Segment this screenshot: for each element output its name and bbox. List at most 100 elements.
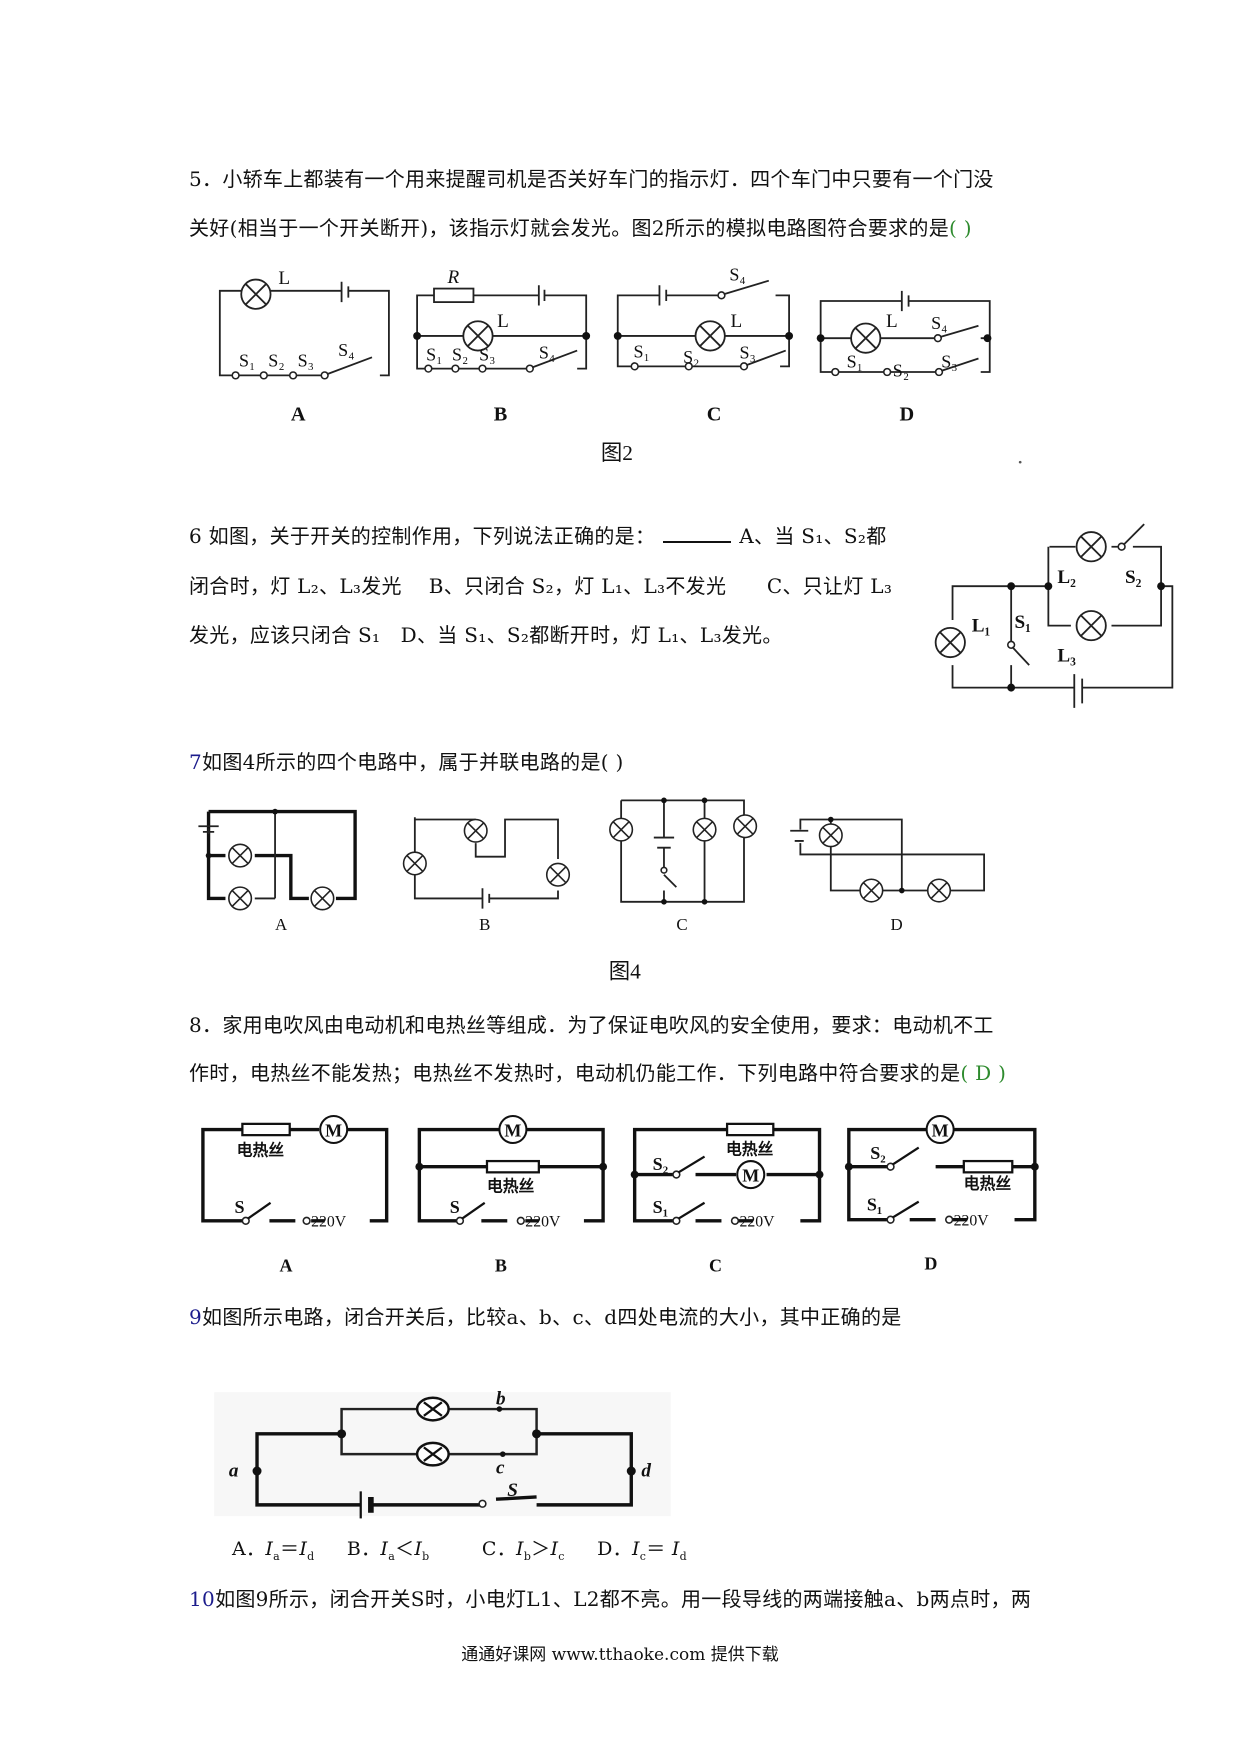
q9-options-2-op-text: ＞ [531,1538,551,1560]
fig8-circuit-d: 电热丝 S₂ S₁ 220V D [844,1114,1039,1273]
q8-figure-s2-text: S₂ [653,1154,668,1174]
fig2-label-c: C [707,403,722,425]
fig4-circuit-c: C [609,797,758,934]
q9-figure-d-text: d [641,1461,651,1482]
q5-line2: 关好(相当于一个开关断开)，该指示灯就会发光。图2所示的模拟电路图符合要求的是(… [189,212,972,241]
q9-options: A．Ia＝Id B．Ia＜Ib C．Ib＞Ic D．Ic＝ Id [232,1534,713,1563]
q9-figure-b-text: b [496,1389,506,1410]
q5-line2-text: 关好(相当于一个开关断开)，该指示灯就会发光。图2所示的模拟电路图符合要求的是 [189,216,950,240]
q9-option-a: A．Ia＝Id [232,1538,315,1563]
q9-options-2-lhs_sub-text: b [523,1549,532,1563]
q9-option-d: D．Ic＝ Id [597,1538,688,1563]
q9-figure-c-text: c [496,1457,505,1478]
fig2-label-d: D [900,403,915,425]
q9-options-3-label-text: D． [597,1538,632,1560]
q5-figure-resistor-text: R [447,267,460,288]
q9-options-2-rhs-text: I [550,1538,559,1560]
q5-figure-switches-3-text: S₄ [729,265,745,285]
q6-figure-l1-text: L₁ [972,615,991,636]
q6-figure-s1-text: S₁ [1015,612,1031,633]
q6-answer-blank[interactable] [663,527,732,543]
q8-figure-s1-text: S₁ [867,1195,882,1215]
q9-options-0-op-text: ＝ [280,1538,300,1560]
q9-options-3-rhs-text: I [671,1538,680,1560]
q5-figure-switches-2-text: S₃ [479,345,495,365]
fig4-label-c: C [676,915,687,934]
q9-options-0-rhs_sub-text: d [307,1549,315,1563]
q5-figure-switches-2-text: S₃ [941,351,957,371]
q5-figure-switches-1-text: S₂ [683,347,699,367]
q5-figure-switches-1-text: S₂ [268,350,284,370]
q9-text: 如图所示电路，闭合开关后，比较a、b、c、d四处电流的大小，其中正确的是 [202,1305,902,1329]
circuit-element [545,862,571,887]
q7-text: 如图4所示的四个电路中，属于并联电路的是( ) [202,750,624,774]
fig4-label-b: B [479,915,490,934]
circuit-element [609,817,634,842]
q6-figure-l3-text: L₃ [1057,646,1076,667]
q9-options-2-label-text: C． [481,1538,516,1560]
q9-options-2-lhs-text: I [516,1538,524,1560]
q9-options-1-label-text: B． [346,1538,381,1560]
q9-options-1-lhs-text: I [380,1538,389,1560]
q6-circuit: L₁ S₁ L₂ S₂ L₃ [934,523,1174,708]
q5-figure-switches-0-text: S₁ [239,350,255,370]
fig2-circuit-c: S₄ L S₁ S₂ S₃ C [613,265,794,425]
q5-figure-switches-2-text: S₃ [739,342,755,362]
q5-figure-switches-1-text: S₂ [893,361,909,381]
q5-figure-switches-0-text: S₁ [634,341,650,361]
fig2-label-a: A [291,403,306,425]
q7-number: 7 [189,750,203,774]
circuit-element [736,1160,766,1190]
circuit-element [818,823,843,848]
q5-figure-switches-3-text: S₄ [539,342,555,362]
q9-options-3-op-text: ＝ [646,1538,672,1560]
q9-option-c: C．Ib＞Ic [481,1538,565,1563]
fig2-caption: 图2 [601,441,633,465]
q9-options-3-lhs_sub-text: c [639,1549,647,1563]
fig8-label-d: D [924,1253,937,1273]
q9-options-3-rhs_sub-text: d [679,1549,688,1563]
q6-line1: 6 如图，关于开关的控制作用，下列说法正确的是：A、当 S₁、S₂都 [189,520,887,549]
q6-figure-s2-text: S₂ [1125,567,1142,588]
fig8-circuit-a: 电热丝 S 220V A [201,1114,389,1276]
circuit-element [733,814,758,839]
q9-number: 9 [189,1305,203,1329]
footer-text: 通通好课网 www.tthaoke.com 提供下载 [461,1645,779,1665]
circuit-element [498,1114,528,1145]
q8-figure-s1-text: S₁ [653,1197,668,1217]
circuit-element [934,626,966,659]
q9-options-0-lhs_sub-text: a [273,1549,280,1563]
circuit-element [859,878,884,903]
circuit-element [228,886,253,911]
q5-figure-switches-1-text: S₂ [452,345,468,365]
fig4-circuit-a: A [198,808,357,934]
q8-figure-heater-text: 电热丝 [726,1139,774,1158]
fig2-label-b: B [494,403,508,425]
fig4-circuit-d: D [790,816,986,934]
circuit-element [925,1114,955,1145]
q6-line3: 发光，应该只闭合 S₁ D、当 S₁、S₂都断开时，灯 L₁、L₃发光。 [189,623,783,647]
q9-options-2-rhs_sub-text: c [558,1549,565,1563]
circuit-element [926,878,952,903]
q10-line: 10如图9所示，闭合开关S时，小电灯L1、L2都不亮。用一段导线的两端接触a、b… [189,1583,1031,1612]
q5-figure-switches-0-text: S₁ [426,345,442,365]
circuit-element [463,818,488,843]
q7-line: 7如图4所示的四个电路中，属于并联电路的是( ) [189,746,624,775]
q6-figure-l2-text: L₂ [1057,567,1076,588]
q5-figure-lamp-text: L [497,311,509,332]
circuit-element [1075,610,1107,642]
fig2-circuit-a: L S₁ S₂ S₃ S₄ A [218,268,390,425]
circuit-element [1075,531,1107,563]
q9-option-b: B．Ia＜Ib [346,1538,430,1563]
q8-figure-voltage-text: 220V [525,1213,561,1230]
q9-options-0-rhs-text: I [299,1538,308,1560]
fig8-label-a: A [280,1256,293,1276]
q5-answer-bracket: ( ) [949,216,972,240]
q10-text: 如图9所示，闭合开关S时，小电灯L1、L2都不亮。用一段导线的两端接触a、b两点… [215,1587,1032,1611]
q5-figure-switches-2-text: S₃ [298,350,314,370]
fig2-circuit-d: L S₄ S₁ S₂ S₃ D [816,290,992,425]
q10-number: 10 [189,1587,216,1611]
q5-figure-switches-3-text: S₄ [338,340,354,360]
circuit-element [850,322,882,354]
q8-figure-voltage-text: 220V [954,1212,990,1229]
